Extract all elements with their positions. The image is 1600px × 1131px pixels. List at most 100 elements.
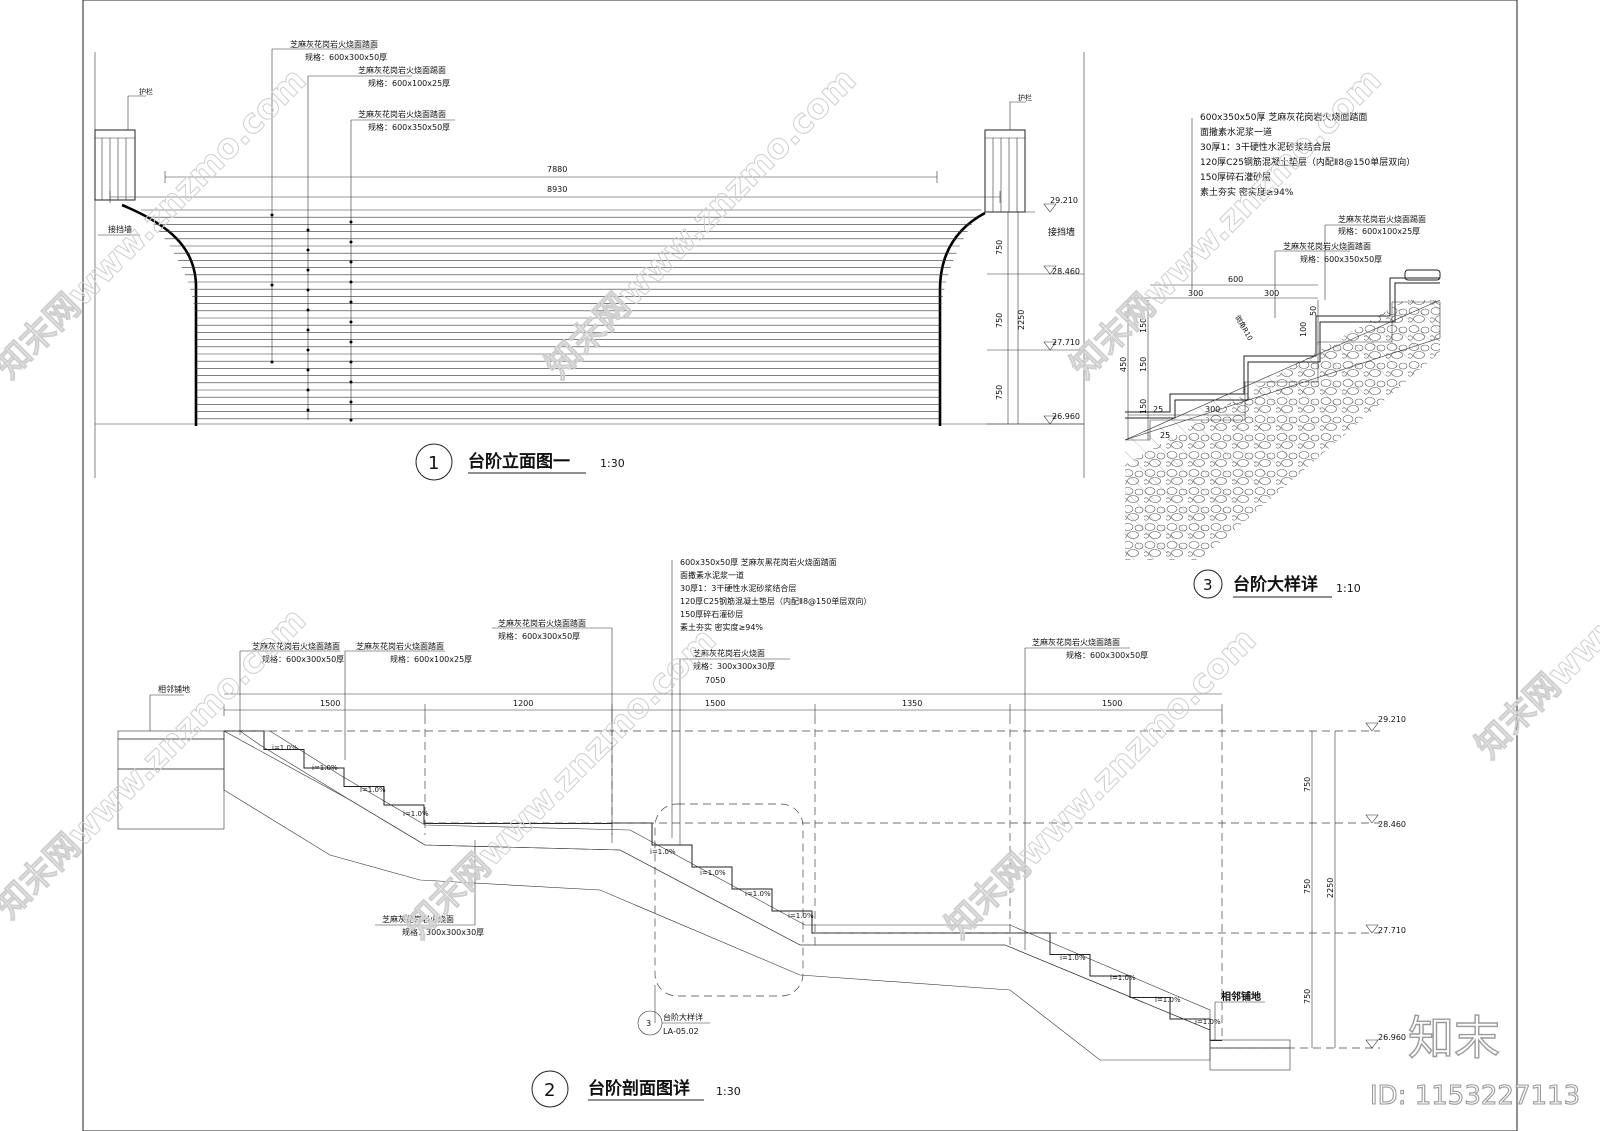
elev-note-1-spec: 规格：600x300x50厚 (305, 52, 387, 62)
leader-dot (306, 308, 310, 312)
section-level-2: 28.460 (1378, 820, 1406, 829)
section-seg-4: 1350 (902, 699, 922, 708)
leader-dot (349, 220, 353, 224)
railing-label-right: 护栏 (1018, 93, 1032, 102)
section-note-4-name: 芝麻灰花岗岩火烧面 (693, 648, 765, 658)
section-vdim-2: 750 (1303, 879, 1312, 894)
detail-dim-bottom-2: 300 (1205, 405, 1220, 414)
section-level-3: 27.710 (1378, 926, 1406, 935)
leader-dot (349, 380, 353, 384)
section-seg-1: 1500 (320, 699, 340, 708)
section-level-1: 29.210 (1378, 715, 1406, 724)
detail-chamfer-label: 倒角R10 (1233, 314, 1255, 343)
step-run-3 (1010, 932, 1222, 1041)
section-seg-5: 1500 (1102, 699, 1122, 708)
elev-note-2-spec: 规格：600x100x25厚 (368, 78, 450, 88)
leader-dot (270, 360, 274, 364)
section-note-2-spec: 规格：600x100x25厚 (390, 654, 472, 664)
section-note-3-name: 芝麻灰花岗岩火烧面踏面 (498, 618, 586, 628)
leader-dot (306, 248, 310, 252)
detail-title-number: 3 (1203, 576, 1213, 594)
elev-vdim-2: 750 (995, 313, 1004, 328)
detail-layer-4: 120厚C25钢筋混凝土垫层（内配Ⅱ8@150单层双向） (1200, 156, 1415, 168)
detail-tread-name: 芝麻灰花岗岩火烧面踏面 (1283, 241, 1371, 251)
leader-dot (349, 300, 353, 304)
elevation-scale: 1:30 (600, 457, 625, 470)
section-note-6-name: 芝麻灰花岗岩火烧面 (382, 914, 454, 924)
section-adjacent-right: 相邻铺地 (1221, 990, 1261, 1003)
elev-note-3-spec: 规格：600x350x50厚 (368, 122, 450, 132)
detail-ref-sheet: LA-05.02 (663, 1027, 699, 1036)
leader-dot (270, 283, 274, 287)
detail-layer-3: 30厚1：3干硬性水泥砂浆结合层 (1200, 141, 1331, 153)
detail-layer-5: 150厚碎石灌砂层 (1200, 171, 1271, 183)
elev-level-4: 26.960 (1052, 412, 1080, 421)
left-railing (94, 129, 136, 201)
leader-dot (349, 320, 353, 324)
leader-dot (306, 348, 310, 352)
elev-level-2: 28.460 (1052, 267, 1080, 276)
section-detail-callout (654, 803, 804, 997)
detail-layer-6: 素土夯实 密实度≥94% (1200, 186, 1294, 198)
sheet-border (82, 0, 1518, 1131)
detail-dim-top-2: 300 (1188, 289, 1203, 298)
section-layer-1: 600x350x50厚 芝麻灰黑花岗岩火烧面踏面 (680, 557, 837, 567)
detail-dim-right-1: 50 (1309, 306, 1318, 316)
slope-label-9: i=1.0% (1060, 954, 1086, 962)
detail-dim-bottom-3: 25 (1160, 431, 1170, 440)
detail-layer-1: 600x350x50厚 芝麻灰花岗岩火烧面踏面 (1200, 111, 1367, 123)
section-note-5-spec: 规格：600x300x50厚 (1066, 650, 1148, 660)
detail-scale: 1:10 (1336, 582, 1361, 595)
section-seg-2: 1200 (513, 699, 533, 708)
wall-label-right: 接挡墙 (1048, 226, 1075, 238)
section-note-6-spec: 规格：300x300x30厚 (402, 927, 484, 937)
slope-label-11: i=1.0% (1155, 996, 1181, 1004)
section-layer-4: 120厚C25钢筋混凝土垫层（内配Ⅱ8@150单层双向） (680, 596, 871, 606)
leader-dot (306, 408, 310, 412)
left-wall-curve (121, 203, 198, 426)
section-scale: 1:30 (716, 1085, 741, 1098)
watermark-logo: 知末 (1408, 1011, 1500, 1065)
leader-dot (306, 228, 310, 232)
wall-label-left: 接挡墙 (108, 224, 132, 234)
elevation-title: 台阶立面图一 (468, 451, 570, 472)
section-view: 相邻铺地 相邻铺地 i=1.0% i=1.0% i=1.0% i=1.0% i=… (117, 557, 1406, 1108)
detail-dim-top-1: 600 (1228, 275, 1243, 284)
leader-dot (349, 360, 353, 364)
section-concrete-layer (224, 730, 1211, 1031)
detail-dim-right-2: 100 (1299, 322, 1308, 337)
slope-label-7: i=1.0% (745, 890, 771, 898)
detail-riser-spec: 规格：600x100x25厚 (1338, 226, 1420, 236)
leader-dot (270, 213, 274, 217)
detail-view: 600x350x50厚 芝麻灰花岗岩火烧面踏面 面撒素水泥浆一道 30厚1：3干… (1119, 111, 1441, 599)
section-total-length: 7050 (705, 676, 725, 685)
leader-dot (306, 368, 310, 372)
detail-dim-bottom-1: 25 (1153, 405, 1163, 414)
leader-dot (306, 328, 310, 332)
section-note-5-name: 芝麻灰花岗岩火烧面踏面 (1032, 637, 1120, 647)
detail-ref-number: 3 (646, 1019, 651, 1028)
detail-title-circle (1193, 569, 1223, 599)
section-note-2-name: 芝麻灰花岗岩火烧面踏面 (356, 641, 444, 651)
section-layer-5: 150厚碎石灌砂层 (680, 609, 743, 619)
detail-dim-left-3: 150 (1139, 399, 1148, 414)
leader-dot (306, 288, 310, 292)
step-run-1 (224, 730, 612, 824)
detail-tread-spec: 规格：600x350x50厚 (1300, 254, 1382, 264)
leader-dot (349, 340, 353, 344)
detail-layer-2: 面撒素水泥浆一道 (1200, 126, 1272, 138)
detail-dim-top-3: 300 (1264, 289, 1279, 298)
watermark-6: 知末网www.znzmo.com (938, 620, 1264, 946)
section-layer-6: 素土夯实 密实度≥94% (680, 622, 763, 632)
elevation-title-circle (415, 443, 453, 481)
slope-label-8: i=1.0% (788, 912, 814, 920)
leader-dot (349, 280, 353, 284)
section-title-circle (531, 1070, 569, 1108)
elev-note-2-name: 芝麻灰花岗岩火烧面踢面 (358, 65, 446, 75)
leader-dot (306, 388, 310, 392)
watermark-7: 知末网www.znzmo.com (1468, 440, 1600, 766)
section-vdim-1: 750 (1303, 777, 1312, 792)
section-title-number: 2 (544, 1080, 555, 1101)
section-title: 台阶剖面图详 (588, 1078, 690, 1099)
dim-outer: 8930 (547, 185, 567, 194)
